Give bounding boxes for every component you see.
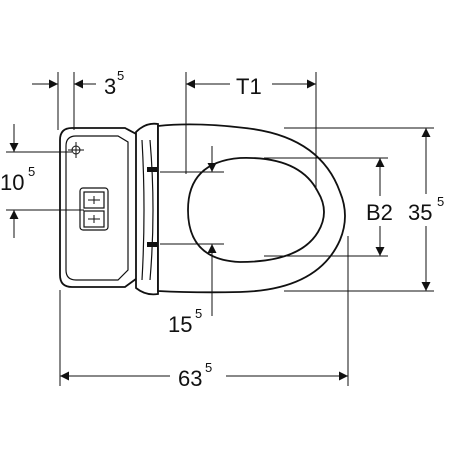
dimension-t1: T1 [185,72,317,190]
t1-label: T1 [236,74,262,99]
seat-hinge [135,122,159,296]
total-length-sup: 5 [205,360,212,375]
total-width-sup: 5 [437,194,444,209]
dimension-total-width: 35 5 [284,127,444,292]
side-height-sup: 5 [28,164,35,179]
total-width-label: 35 [408,200,432,225]
dimension-side-height: 10 5 [0,124,84,238]
hinge-pin-top [147,167,157,172]
total-length-label: 63 [178,366,202,391]
top-offset-label: 3 [104,74,116,99]
hinge-pin-bottom [147,242,157,247]
supply-crosshair-icon [68,142,84,158]
dimension-total-length: 63 5 [59,236,349,391]
dimension-hinge-offset: 15 5 [160,146,224,337]
dimension-top-offset: 3 5 [32,68,124,130]
top-offset-sup: 5 [117,68,124,83]
seat-opening [187,157,325,263]
hinge-offset-sup: 5 [195,306,202,321]
flush-plate [79,187,109,231]
flush-button-large [83,210,105,228]
flush-button-small [83,191,105,209]
side-height-label: 10 [0,170,24,195]
b2-label: B2 [366,200,393,225]
hinge-offset-label: 15 [168,312,192,337]
toilet-seat [157,123,346,294]
dimension-b2: B2 [264,157,393,257]
